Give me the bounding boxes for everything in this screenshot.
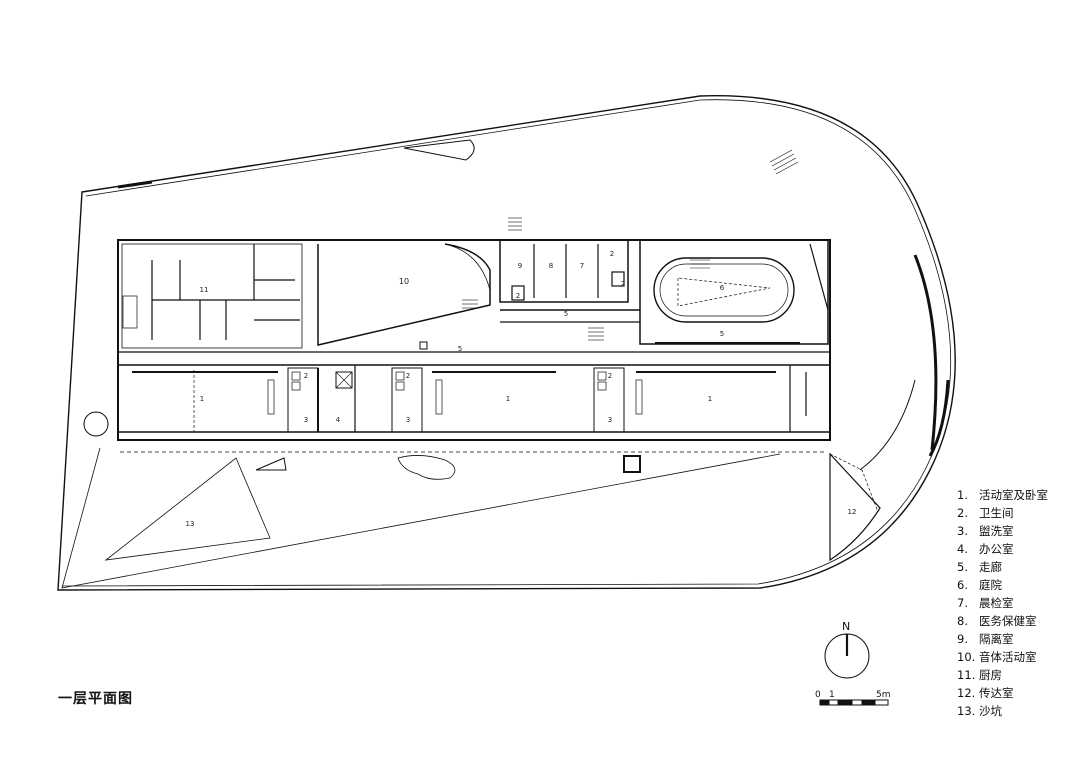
- room-label-2a: 2: [304, 372, 308, 380]
- room-legend: 1.活动室及卧室 2.卫生间 3.盥洗室 4.办公室 5.走廊 6.庭院 7.晨…: [957, 486, 1048, 720]
- legend-item: 10.音体活动室: [957, 650, 1037, 664]
- room-label-10: 10: [399, 277, 409, 286]
- scale-bar: [819, 699, 889, 706]
- legend-item: 1.活动室及卧室: [957, 488, 1048, 502]
- legend-item: 12.传达室: [957, 686, 1014, 700]
- room-label-2d: 2: [516, 292, 520, 300]
- room-label-8: 8: [549, 262, 553, 270]
- legend-item: 4.办公室: [957, 542, 1014, 556]
- site-boundary: [57, 95, 956, 591]
- room-label-1a: 1: [200, 395, 204, 403]
- legend-item: 7.晨检室: [957, 596, 1014, 610]
- legend-item: 13.沙坑: [957, 704, 1002, 718]
- drawing-title: 一层平面图: [58, 691, 133, 707]
- legend-item: 8.医务保健室: [957, 614, 1037, 628]
- courtyard-oval: [653, 257, 795, 323]
- room-label-2b: 2: [406, 372, 410, 380]
- compass-north-label: N: [842, 620, 851, 633]
- site-boundary-inner: [61, 99, 952, 587]
- north-compass: [824, 633, 870, 679]
- room-label-7: 7: [580, 262, 584, 270]
- room-label-3c: 3: [608, 416, 612, 424]
- room-label-13: 13: [186, 520, 195, 528]
- elevator-box: [335, 371, 353, 389]
- music-hall-wall: [317, 243, 491, 346]
- legend-item: 2.卫生间: [957, 506, 1014, 520]
- room-label-9: 9: [518, 262, 522, 270]
- room-label-3a: 3: [304, 416, 308, 424]
- legend-item: 6.庭院: [957, 578, 1002, 592]
- room-label-1b: 1: [506, 395, 510, 403]
- room-label-4: 4: [336, 416, 341, 424]
- scale-label-one: 1: [829, 690, 835, 700]
- room-label-12: 12: [848, 508, 857, 516]
- scale-label-zero: 0: [815, 690, 821, 700]
- legend-item: 5.走廊: [957, 560, 1002, 574]
- legend-item: 9.隔离室: [957, 632, 1014, 646]
- room-label-2f: 2: [621, 280, 625, 288]
- room-label-5c: 5: [720, 330, 724, 338]
- building-outline: [117, 239, 831, 441]
- scale-label-five: 5m: [876, 690, 891, 700]
- room-label-6: 6: [720, 284, 725, 292]
- room-label-2c: 2: [608, 372, 612, 380]
- room-label-11: 11: [200, 286, 209, 294]
- room-label-1c: 1: [708, 395, 712, 403]
- room-label-3b: 3: [406, 416, 410, 424]
- sandpit-area: [61, 447, 781, 589]
- legend-item: 11.厨房: [957, 668, 1002, 682]
- room-label-2e: 2: [610, 250, 614, 258]
- legend-item: 3.盥洗室: [957, 524, 1014, 538]
- room-label-5b: 5: [564, 310, 568, 318]
- room-label-5a: 5: [458, 345, 462, 353]
